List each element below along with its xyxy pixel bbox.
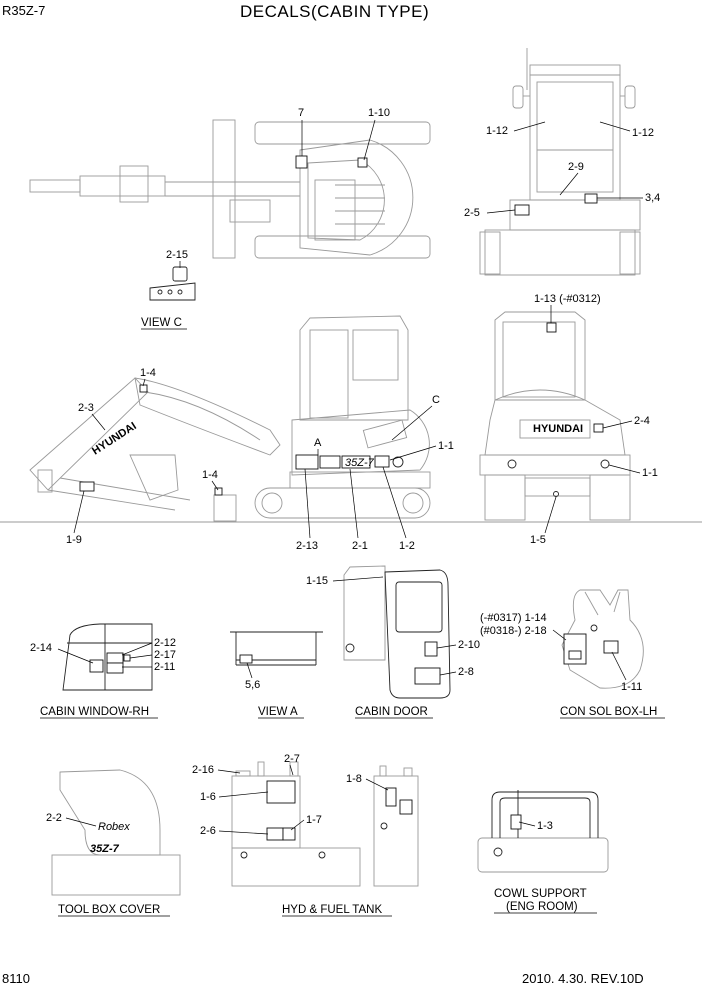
model-code: R35Z-7 [2, 3, 45, 18]
boom-brand-text: HYUNDAI [90, 420, 139, 457]
callout-1-11: 1-11 [621, 681, 642, 693]
cowl-support [477, 790, 609, 873]
top-view [29, 119, 431, 259]
callout-2-9: 2-9 [568, 161, 584, 173]
callout-2-18: (#0318-) 2-18 [480, 625, 547, 637]
callout-1-12-left: 1-12 [486, 125, 508, 137]
callout-2-13: 2-13 [296, 540, 318, 552]
callout-2-1: 2-1 [352, 540, 368, 552]
hyd-fuel-tank [231, 761, 361, 887]
callout-1-5: 1-5 [530, 534, 546, 546]
cabin-window-rh [62, 623, 153, 691]
side-model-text: 35Z-7 [345, 457, 375, 469]
callout-5-6: 5,6 [245, 679, 260, 691]
back-view: HYUNDAI [479, 311, 631, 521]
callout-3-4: 3,4 [645, 192, 660, 204]
callout-2-2: 2-2 [46, 812, 62, 824]
callout-2-7: 2-7 [284, 753, 300, 765]
callout-1-1-back: 1-1 [642, 467, 658, 479]
decal-7-marker [295, 155, 308, 169]
cabin-door [343, 565, 451, 699]
callout-2-14: 2-14 [30, 642, 52, 654]
rear-view [479, 48, 641, 276]
callout-1-1-side: 1-1 [438, 440, 454, 452]
callout-1-12-right: 1-12 [632, 127, 654, 139]
callout-2-17: 2-17 [154, 649, 176, 661]
caption-cabin-window-rh: CABIN WINDOW-RH [40, 706, 149, 718]
caption-view-c: VIEW C [141, 317, 182, 329]
rear-brand-text: HYUNDAI [533, 423, 583, 435]
callout-1-3: 1-3 [537, 820, 553, 832]
date-revision: 2010. 4.30. REV.10D [522, 971, 644, 986]
decal-2-5-marker [514, 204, 530, 216]
callout-1-4-top: 1-4 [140, 367, 156, 379]
hyd-tank-side [373, 765, 419, 887]
callout-2-3: 2-3 [78, 402, 94, 414]
callout-1-14: (-#0317) 1-14 [480, 612, 547, 624]
caption-cabin-door: CABIN DOOR [355, 706, 428, 718]
callout-1-2: 1-2 [399, 540, 415, 552]
view-a [230, 631, 323, 666]
tool-model-text: 35Z-7 [90, 843, 120, 855]
side-view: HYUNDAI 35Z-7 [29, 315, 431, 522]
decal-1-10-marker [357, 157, 368, 168]
tool-box-cover: Robex 35Z-7 [51, 769, 181, 896]
callout-1-8: 1-8 [346, 773, 362, 785]
caption-con-sol-box-lh: CON SOL BOX-LH [560, 706, 657, 718]
callout-2-16: 2-16 [192, 764, 214, 776]
callout-7: 7 [298, 107, 304, 119]
callout-2-8: 2-8 [458, 666, 474, 678]
callout-1-10: 1-10 [368, 107, 390, 119]
callout-1-4-low: 1-4 [202, 469, 218, 481]
tool-logo-text: Robex [98, 821, 130, 833]
caption-hyd-fuel-tank: HYD & FUEL TANK [282, 904, 382, 916]
caption-cowl-support: COWL SUPPORT [494, 888, 587, 900]
callout-A: A [314, 437, 322, 449]
callout-2-11: 2-11 [154, 661, 175, 673]
callout-2-4: 2-4 [634, 415, 650, 427]
caption-view-a: VIEW A [258, 706, 298, 718]
callout-1-9: 1-9 [66, 534, 82, 546]
decal-3-4-marker [584, 193, 598, 204]
callout-C: C [432, 394, 440, 406]
callout-1-13: 1-13 (-#0312) [534, 293, 601, 305]
callout-2-12: 2-12 [154, 637, 176, 649]
view-c [149, 266, 196, 301]
callout-2-6: 2-6 [200, 825, 216, 837]
caption-eng-room: (ENG ROOM) [506, 901, 578, 913]
page-number: 8110 [2, 971, 30, 986]
callout-1-15: 1-15 [306, 575, 328, 587]
caption-tool-box-cover: TOOL BOX COVER [58, 904, 160, 916]
con-sol-box-lh [561, 589, 644, 689]
page-title: DECALS(CABIN TYPE) [240, 2, 429, 21]
callout-1-7: 1-7 [306, 814, 322, 826]
callout-1-6: 1-6 [200, 791, 216, 803]
callout-2-15: 2-15 [166, 249, 188, 261]
callout-2-10: 2-10 [458, 639, 480, 651]
callout-2-5: 2-5 [464, 207, 480, 219]
